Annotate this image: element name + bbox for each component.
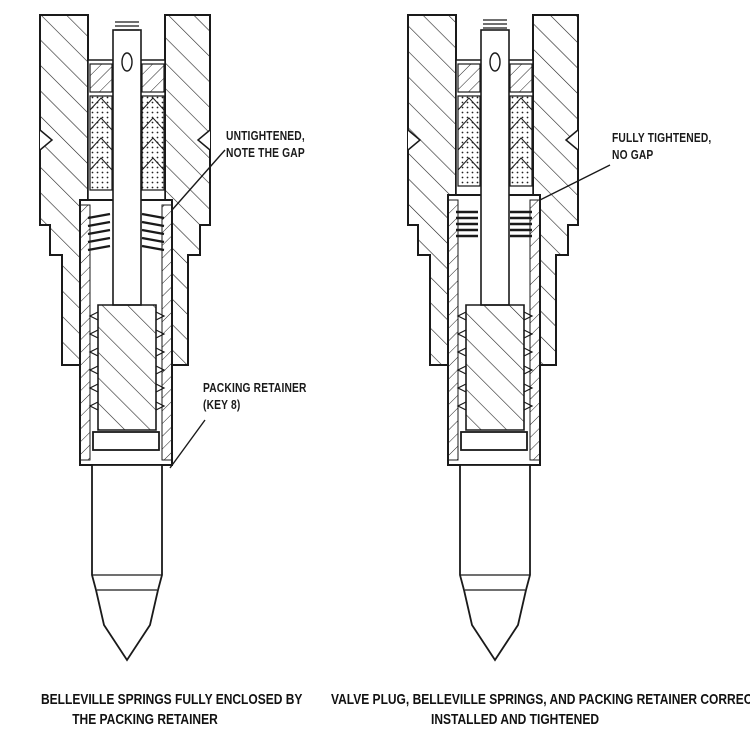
- right-gap-callout-line2: NO GAP: [612, 148, 654, 162]
- right-plug-threaded: [465, 304, 525, 431]
- right-gap-callout: FULLY TIGHTENED, NO GAP: [612, 130, 711, 164]
- left-gap-callout-line2: NOTE THE GAP: [226, 146, 305, 160]
- left-notch-right: [196, 129, 211, 151]
- left-caption: BELLEVILLE SPRINGS FULLY ENCLOSED BY THE…: [41, 690, 303, 730]
- left-retainer-callout-line1: PACKING RETAINER: [203, 381, 307, 395]
- right-retainer-wall-l: [447, 199, 459, 461]
- right-assembly: [407, 14, 611, 662]
- left-gap-callout-line1: UNTIGHTENED,: [226, 129, 305, 143]
- right-pin-slot: [460, 431, 528, 451]
- right-stem-pin-hole: [489, 52, 501, 72]
- left-leader-gap: [171, 149, 226, 211]
- right-notch-right: [564, 129, 579, 151]
- right-gap-callout-line1: FULLY TIGHTENED,: [612, 131, 712, 145]
- left-packing-ring-top-r: [141, 63, 165, 93]
- right-caption-line2: INSTALLED AND TIGHTENED: [431, 711, 599, 728]
- right-packing-v-l: [457, 95, 481, 187]
- left-leader-retainer: [169, 419, 206, 469]
- right-belleville-springs: [456, 210, 532, 238]
- right-packing-ring-top-l: [457, 63, 481, 93]
- left-notch-left: [39, 129, 54, 151]
- right-packing-ring-top-r: [509, 63, 533, 93]
- right-valve-plug: [459, 464, 531, 662]
- right-valve-stem: [480, 29, 510, 306]
- right-retainer-wall-r: [529, 199, 541, 461]
- right-stem-thread-top: [483, 19, 507, 29]
- left-plug-threaded: [97, 304, 157, 431]
- left-packing-ring-top-l: [89, 63, 113, 93]
- left-stem-pin-hole: [121, 52, 133, 72]
- left-caption-line2: THE PACKING RETAINER: [72, 711, 218, 728]
- left-assembly: [39, 14, 226, 662]
- left-stem-thread-top: [115, 21, 139, 31]
- right-caption: VALVE PLUG, BELLEVILLE SPRINGS, AND PACK…: [331, 690, 750, 730]
- right-leader-gap: [539, 164, 611, 201]
- left-retainer-callout-line2: (KEY 8): [203, 398, 241, 412]
- left-valve-plug: [91, 464, 163, 662]
- right-caption-line1: VALVE PLUG, BELLEVILLE SPRINGS, AND PACK…: [331, 691, 750, 708]
- left-packing-v-l: [89, 95, 113, 191]
- left-retainer-callout: PACKING RETAINER (KEY 8): [203, 380, 307, 414]
- left-belleville-springs: [87, 212, 165, 252]
- left-retainer-wall-r: [161, 204, 173, 461]
- left-gap-callout: UNTIGHTENED, NOTE THE GAP: [226, 128, 305, 162]
- right-packing-v-r: [509, 95, 533, 187]
- right-notch-left: [407, 129, 422, 151]
- left-retainer-wall-l: [79, 204, 91, 461]
- left-packing-v-r: [141, 95, 165, 191]
- left-pin-slot: [92, 431, 160, 451]
- left-caption-line1: BELLEVILLE SPRINGS FULLY ENCLOSED BY: [41, 691, 303, 708]
